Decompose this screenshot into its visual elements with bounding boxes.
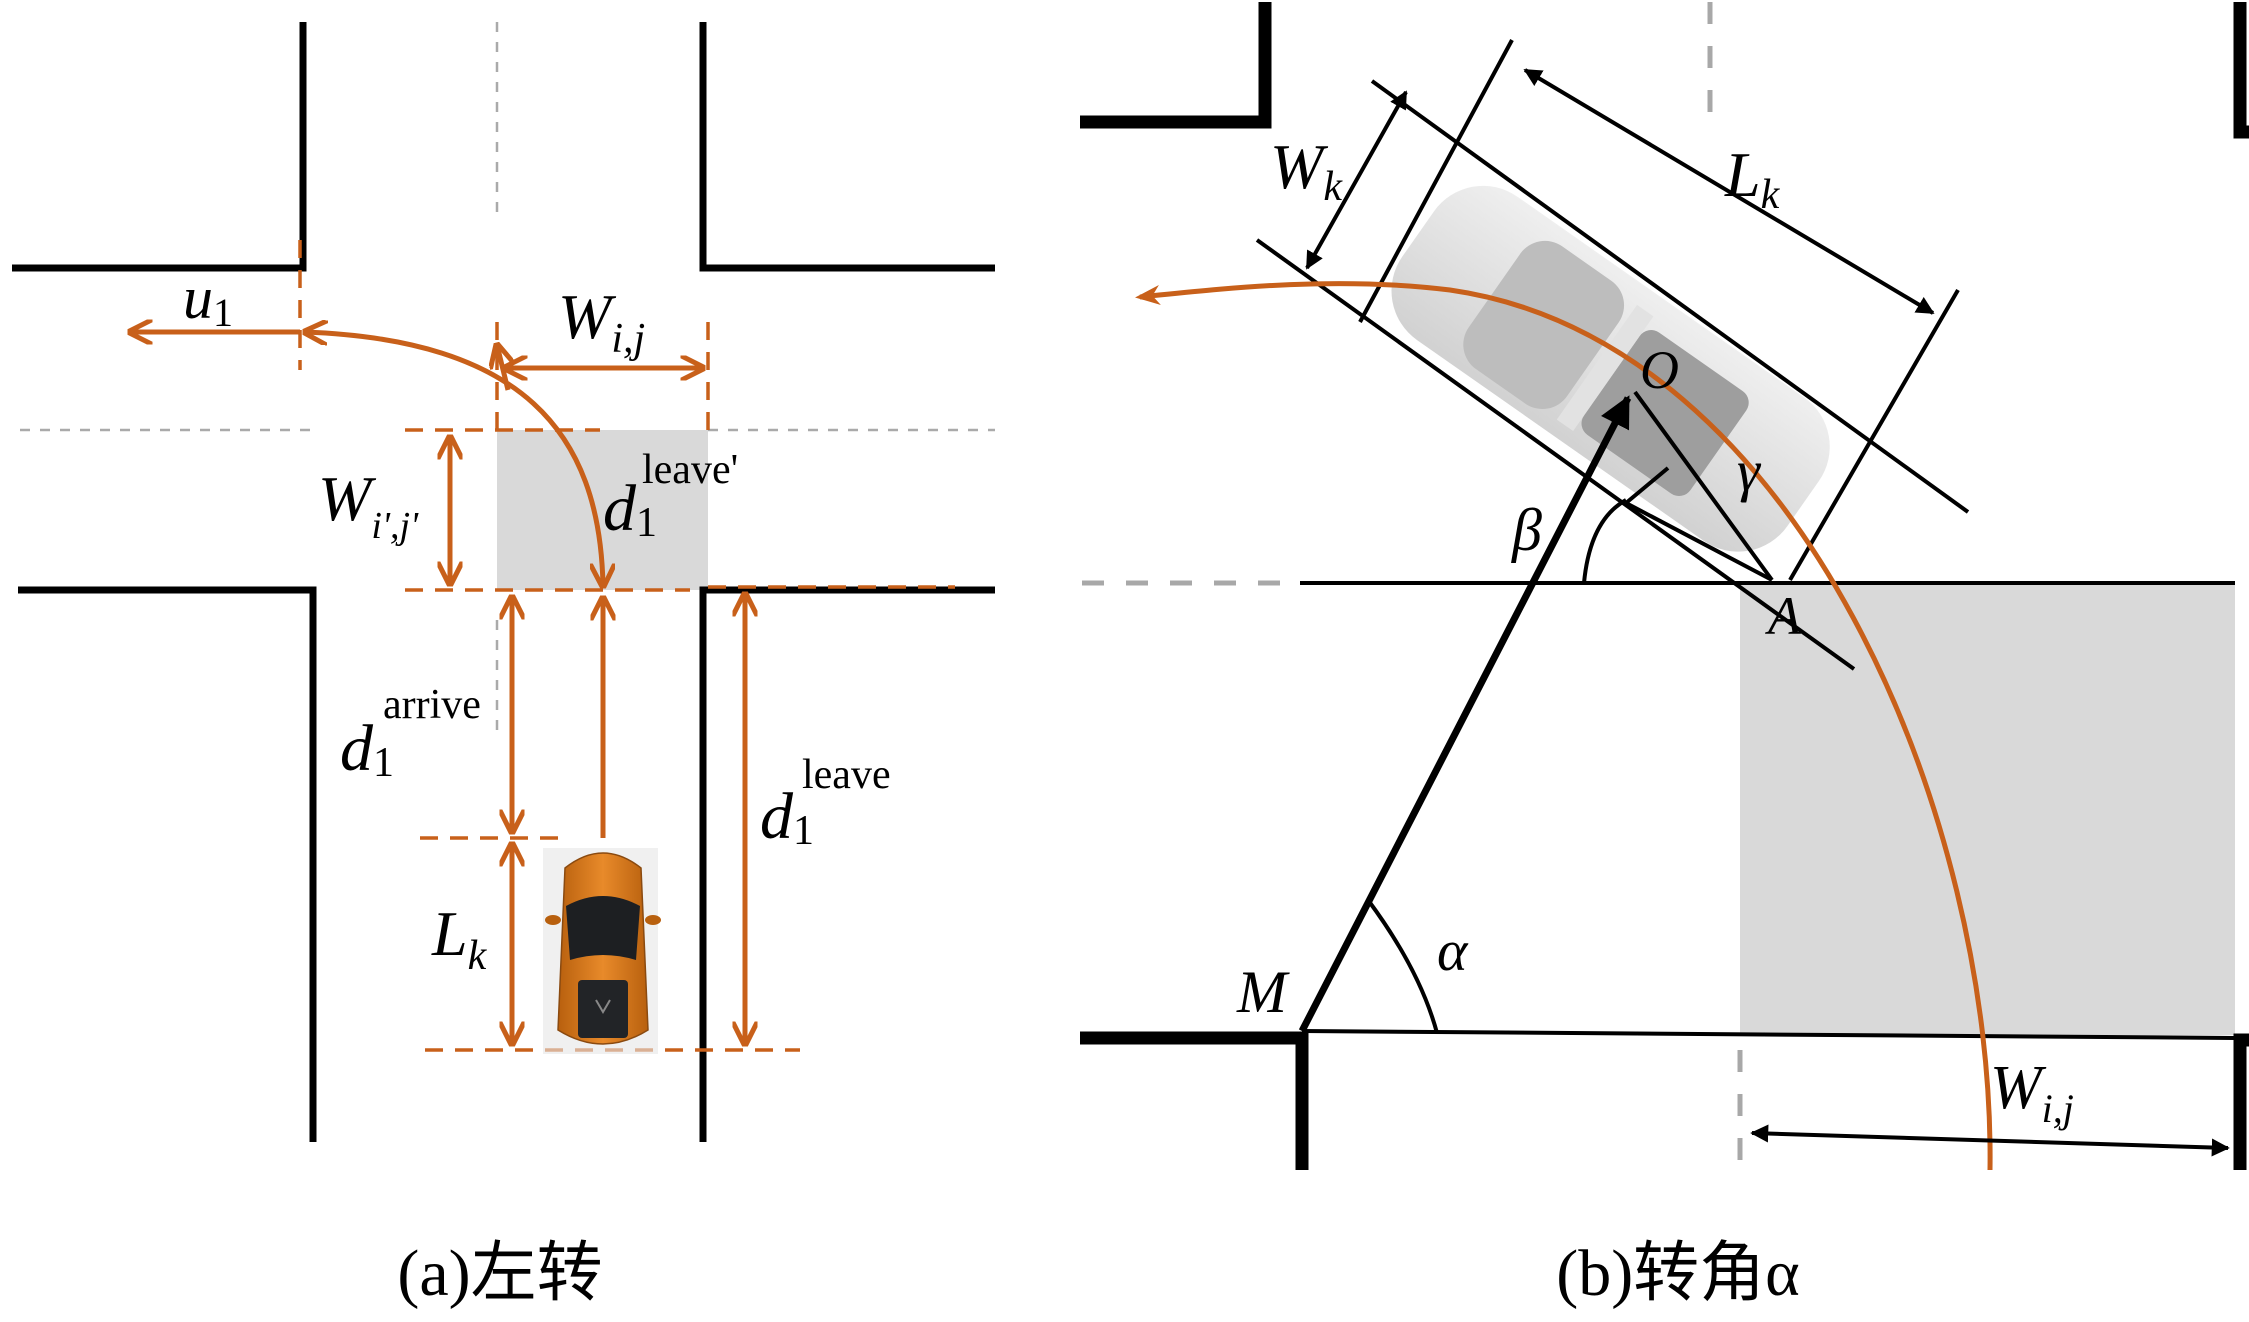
road-edge-ne-b (2233, 2, 2249, 139)
label-lk-b: Lk (1724, 139, 1781, 218)
dim-wij-b (1750, 1124, 2230, 1157)
road-edge-se (699, 586, 995, 1142)
angle-arc-beta (1582, 498, 1627, 584)
label-wij-b: Wi,j (1990, 1054, 2074, 1131)
label-d-leave: d1 (760, 780, 814, 854)
line-m-to-o (1298, 395, 1632, 1033)
label-wij-a: Wi,j (558, 281, 645, 362)
label-lk-a: Lk (431, 898, 488, 979)
angle-arc-alpha (1366, 898, 1439, 1034)
label-o: O (1640, 340, 1679, 400)
label-d-leave-sup: leave (802, 752, 891, 798)
trajectory-arc-b (1135, 281, 1993, 1171)
label-d-leave-prime: d1 (603, 472, 657, 546)
dim-lk-b (1523, 68, 1935, 315)
panel-b-turn-angle: Wk Lk O γ β A M α Wi,j (b)转角α (1080, 2, 2249, 1310)
label-m: M (1236, 959, 1290, 1025)
road-edge-ne (699, 22, 995, 272)
orange-car (543, 848, 661, 1054)
dim-wk (1305, 90, 1408, 270)
road-edge-sw-b (1080, 1031, 1309, 1170)
label-d-leave-prime-sup: leave' (642, 447, 738, 493)
line-a-to-box (1625, 501, 1773, 582)
panel-a-left-turn: u1 Wi,j Wi',j' d1 leave' d1 arrive d1 le… (12, 22, 995, 1310)
road-edge-sw (18, 586, 317, 1142)
label-beta: β (1511, 497, 1542, 563)
label-wipjp: Wi',j' (318, 463, 419, 547)
caption-a: (a)左转 (397, 1237, 602, 1310)
label-gamma: γ (1737, 438, 1762, 503)
road-edge-se-b (2233, 1033, 2249, 1170)
baseline-b (1301, 1029, 2236, 1040)
road-edge-nw-b (1080, 2, 1272, 129)
trajectory-turn-arc (305, 332, 603, 586)
label-d-arrive-sup: arrive (383, 682, 481, 728)
conflict-zone-b (1740, 583, 2235, 1035)
label-u1: u1 (183, 265, 233, 335)
label-a: A (1765, 586, 1802, 646)
label-alpha: α (1437, 918, 1469, 983)
road-edge-nw (12, 22, 307, 272)
label-d-arrive: d1 (340, 712, 394, 786)
caption-b: (b)转角α (1556, 1237, 1800, 1310)
gamma-tick (1624, 466, 1670, 505)
label-wk: Wk (1270, 131, 1343, 210)
line-o-to-a (1633, 390, 1774, 582)
